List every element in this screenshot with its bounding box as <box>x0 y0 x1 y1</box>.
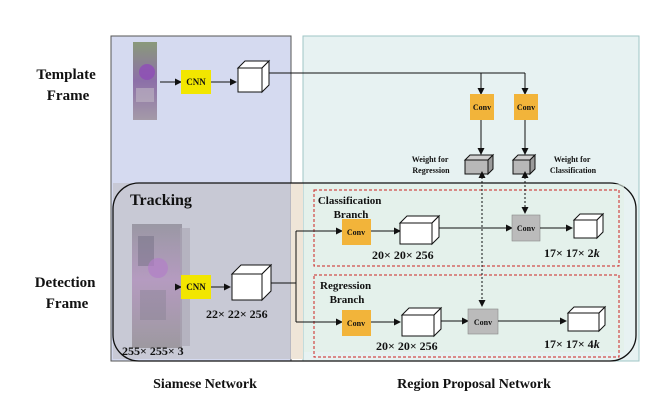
cls-output-dim: 17× 17× 2k <box>544 246 600 260</box>
cnn-top-label: CNN <box>186 77 206 87</box>
tracking-label: Tracking <box>130 192 192 209</box>
regression-branch-box <box>313 274 620 358</box>
rpn-caption: Region Proposal Network <box>397 377 551 392</box>
reg-feature-dim: 20× 20× 256 <box>376 339 438 353</box>
detection-split-line <box>271 231 297 322</box>
reg-output-cube <box>566 305 607 333</box>
conv-cls-label: Conv <box>347 228 365 237</box>
weight-regression-cube <box>463 153 495 176</box>
cnn-top <box>181 70 211 94</box>
conv-reg-corr-label: Conv <box>474 318 492 327</box>
conv-reg-label: Conv <box>347 319 365 328</box>
input-dim: 255× 255× 3 <box>122 344 184 358</box>
conv-top-right-label: Conv <box>517 103 535 112</box>
classification-branch-box <box>313 189 620 267</box>
weight-classification-label: Weight for Classification <box>550 155 597 175</box>
conv-top-left <box>470 94 494 120</box>
conv-top-right <box>514 94 538 120</box>
template-image <box>133 42 157 120</box>
detection-feature-cube <box>230 263 273 302</box>
classification-branch-label: Classification Branch <box>318 195 384 221</box>
conv-reg-corr <box>467 308 499 335</box>
conv-cls <box>342 219 371 245</box>
siamese-network-caption: Siamese Network <box>153 377 257 392</box>
cls-feature-cube <box>398 214 441 246</box>
cls-feature-dim: 20× 20× 256 <box>372 248 434 262</box>
conv-reg <box>342 310 371 336</box>
tracking-box <box>112 182 637 362</box>
template-frame-label: Template Frame <box>36 67 99 104</box>
weight-classification-cube <box>511 153 537 176</box>
reg-feature-cube <box>400 306 443 338</box>
conv-cls-corr <box>511 214 541 242</box>
tracking-overlay-right <box>291 183 303 359</box>
detection-frame-label: Detection Frame <box>35 275 100 312</box>
reg-output-dim: 17× 17× 4k <box>544 337 600 351</box>
conv-top-left-label: Conv <box>473 103 491 112</box>
cnn-bottom <box>181 275 211 299</box>
regression-branch-label: Regression Branch <box>320 280 374 306</box>
detection-feature-dim: 22× 22× 256 <box>206 307 268 321</box>
conv-cls-corr-label: Conv <box>517 224 535 233</box>
cnn-bottom-label: CNN <box>186 282 206 292</box>
template-feature-cube <box>236 59 271 94</box>
cls-output-cube <box>572 212 605 240</box>
weight-regression-label: Weight for Regression <box>412 155 451 175</box>
